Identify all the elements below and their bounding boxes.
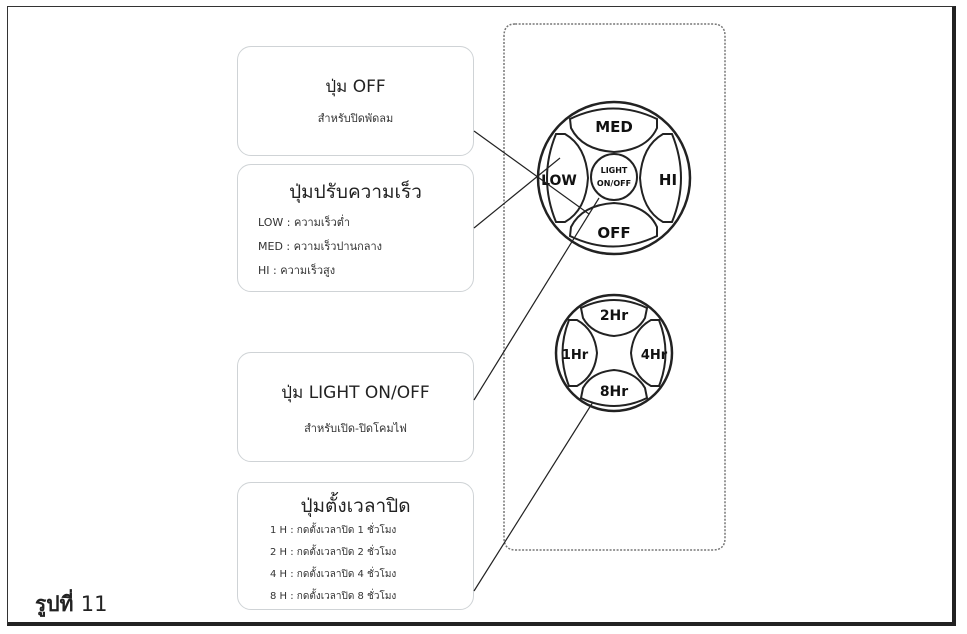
callout-speed-line-low: LOW : ความเร็วต่ำ bbox=[258, 216, 351, 229]
timer-2hr-label: 2Hr bbox=[600, 308, 628, 324]
callout-speed-title: ปุ่มปรับความเร็ว bbox=[289, 181, 422, 203]
timer-cluster: 2Hr 8Hr 1Hr 4Hr bbox=[554, 293, 674, 413]
leader-lines bbox=[473, 130, 600, 592]
low-label: LOW bbox=[541, 173, 577, 189]
callout-timer-line-2h: 2 H : กดตั้งเวลาปิด 2 ชั่วโมง bbox=[270, 547, 397, 558]
remote-body bbox=[503, 23, 726, 551]
leader-timer bbox=[473, 401, 594, 592]
hi-button[interactable] bbox=[638, 133, 682, 223]
callout-timer-line-8h: 8 H : กดตั้งเวลาปิด 8 ชั่วโมง bbox=[270, 591, 397, 602]
callout-off: ปุ่ม OFF สำหรับปิดพัดลม bbox=[237, 46, 474, 156]
leader-speed bbox=[473, 157, 561, 229]
figure-caption-label: รูปที่ bbox=[35, 592, 74, 616]
figure-caption-number: 11 bbox=[80, 592, 108, 616]
timer-8hr-button[interactable] bbox=[579, 368, 649, 407]
callout-off-subtitle: สำหรับปิดพัดลม bbox=[317, 112, 394, 125]
callout-timer-line-1h: 1 H : กดตั้งเวลาปิด 1 ชั่วโมง bbox=[270, 525, 397, 536]
timer-1hr-button[interactable] bbox=[561, 319, 599, 387]
timer-4hr-label: 4Hr bbox=[641, 348, 668, 363]
figure-frame bbox=[7, 6, 956, 626]
med-label: MED bbox=[595, 118, 633, 136]
leader-light bbox=[473, 197, 600, 401]
med-button[interactable] bbox=[568, 107, 658, 154]
light-label-top: LIGHT bbox=[601, 166, 628, 175]
callout-speed: ปุ่มปรับความเร็ว LOW : ความเร็วต่ำ MED :… bbox=[237, 164, 474, 292]
timer-8hr-label: 8Hr bbox=[600, 384, 628, 400]
callout-timer: ปุ่มตั้งเวลาปิด 1 H : กดตั้งเวลาปิด 1 ชั… bbox=[237, 482, 474, 610]
low-button[interactable] bbox=[546, 133, 590, 223]
callout-speed-line-med: MED : ความเร็วปานกลาง bbox=[258, 240, 383, 253]
timer-4hr-button[interactable] bbox=[629, 319, 667, 387]
callout-timer-line-4h: 4 H : กดตั้งเวลาปิด 4 ชั่วโมง bbox=[270, 569, 397, 580]
hi-label: HI bbox=[659, 171, 677, 189]
light-label-bottom: ON/OFF bbox=[597, 179, 631, 188]
timer-2hr-button[interactable] bbox=[579, 299, 649, 338]
callout-speed-line-hi: HI : ความเร็วสูง bbox=[258, 264, 336, 277]
callout-light: ปุ่ม LIGHT ON/OFF สำหรับเปิด-ปิดโคมไฟ bbox=[237, 352, 474, 462]
figure-caption: รูปที่ 11 bbox=[35, 588, 108, 621]
timer-1hr-label: 1Hr bbox=[562, 348, 589, 363]
leader-off bbox=[473, 130, 590, 215]
off-label: OFF bbox=[597, 224, 630, 242]
callout-light-title: ปุ่ม LIGHT ON/OFF bbox=[281, 383, 430, 403]
callout-timer-title: ปุ่มตั้งเวลาปิด bbox=[300, 495, 411, 517]
callout-light-subtitle: สำหรับเปิด-ปิดโคมไฟ bbox=[304, 422, 407, 435]
light-button[interactable] bbox=[590, 153, 638, 201]
speed-cluster: MED OFF LOW HI LIGHT ON/OFF bbox=[536, 100, 692, 256]
callout-off-title: ปุ่ม OFF bbox=[325, 77, 386, 97]
